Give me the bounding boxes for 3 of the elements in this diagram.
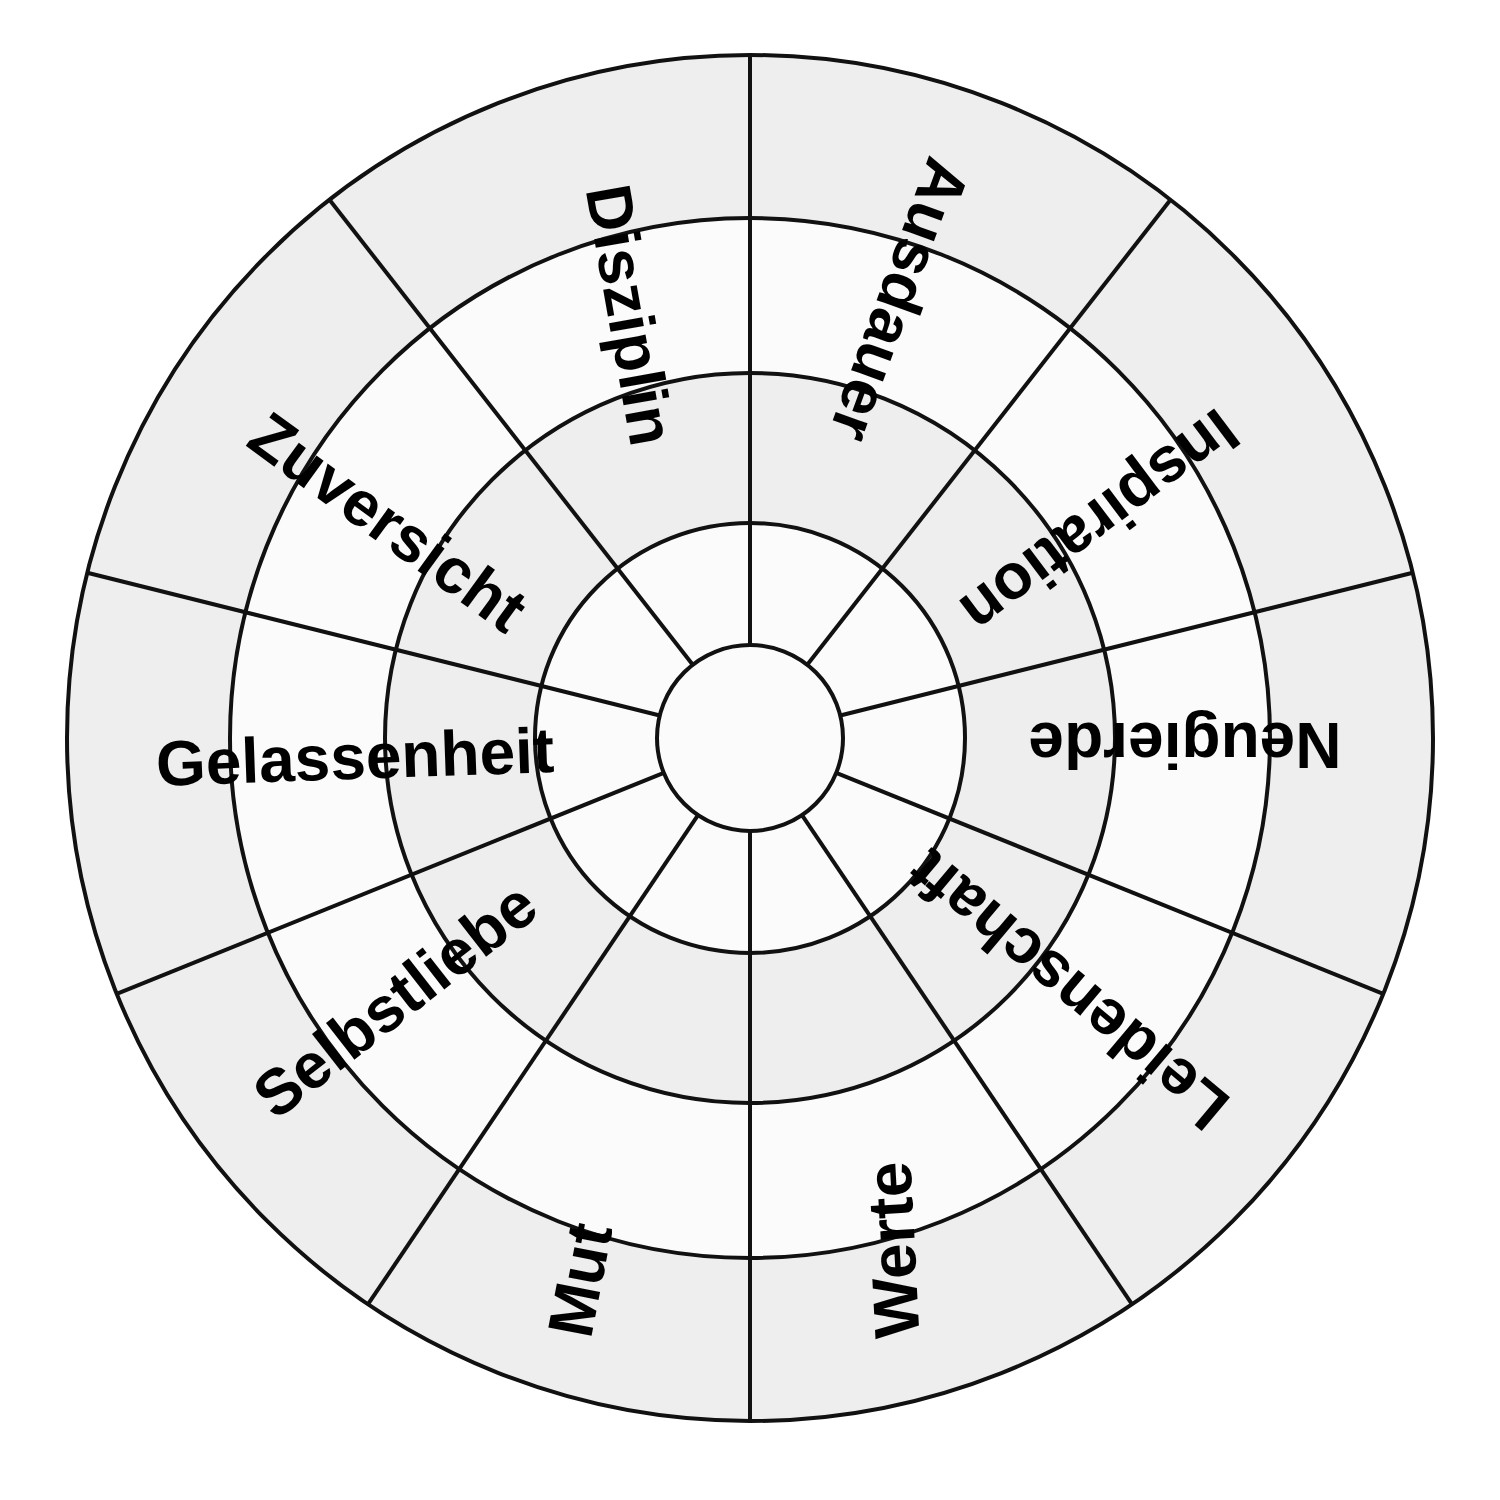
segment-label: Werte — [856, 1160, 930, 1340]
segment-label: Mut — [537, 1218, 623, 1342]
segment-label: Disziplin — [575, 179, 685, 451]
